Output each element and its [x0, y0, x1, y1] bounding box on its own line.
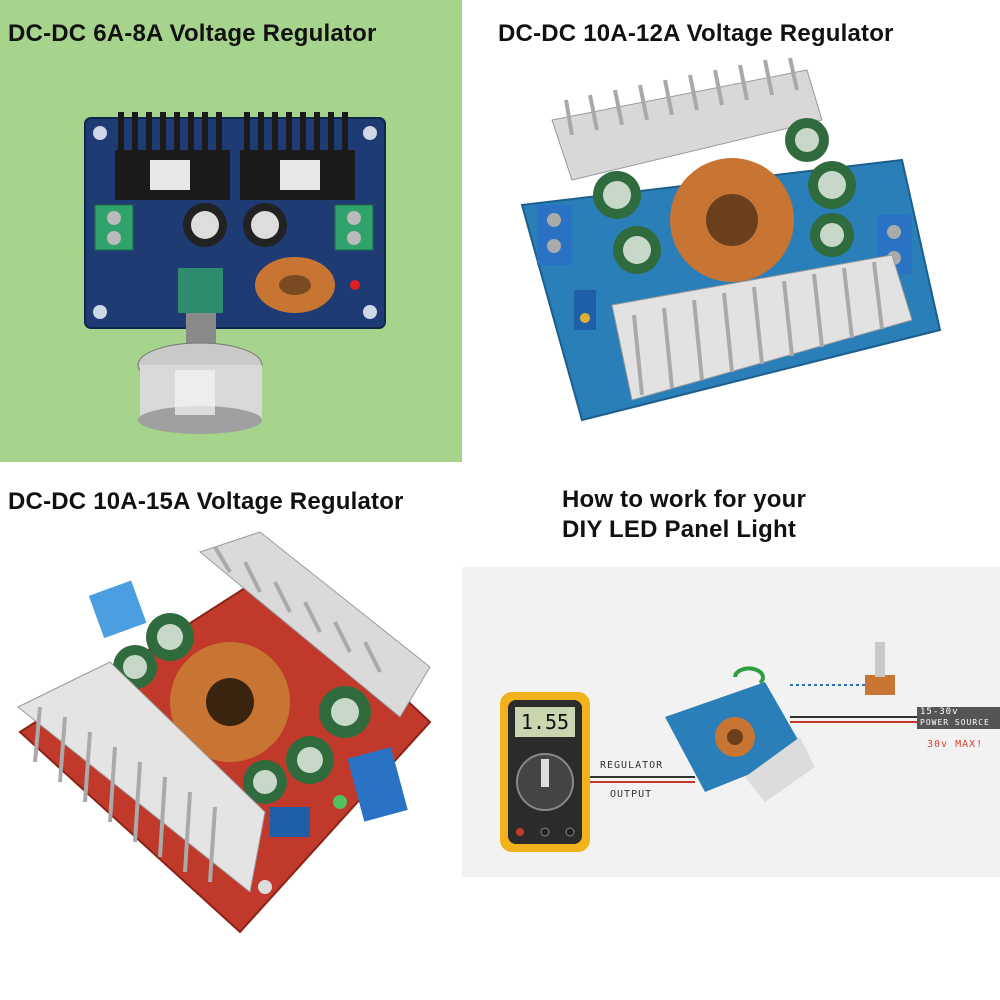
title-10a-15a: DC-DC 10A-15A Voltage Regulator: [8, 488, 404, 515]
multimeter-display: 1.55: [520, 710, 570, 734]
power-source-label: POWER SOURCE: [920, 718, 990, 727]
regulator-10a-15a-photo: [17, 531, 432, 934]
panel-10a-12a-regulator: DC-DC 10A-12A Voltage Regulator: [462, 0, 1000, 462]
max-voltage-warning: 30v MAX!: [927, 739, 984, 750]
output-label: OUTPUT: [610, 789, 653, 800]
wiring-diagram: 1.55 REGULATOR OUTPUT 15-30v POWER SOURC…: [462, 567, 1000, 877]
wiring-diagram-art: [500, 642, 1000, 852]
regulator-6a-8a-photo: [84, 112, 386, 434]
source-range-label: 15-30v: [920, 707, 959, 717]
panel-led-wiring: How to work for your DIY LED Panel Light: [462, 462, 1000, 1000]
multimeter-icon: [500, 692, 590, 852]
regulator-10a-12a-photo: [520, 57, 942, 422]
regulator-label: REGULATOR: [600, 760, 664, 771]
title-how-to-work-line1: How to work for your: [562, 486, 806, 513]
title-how-to-work-line2: DIY LED Panel Light: [562, 516, 797, 543]
panel-10a-15a-regulator: DC-DC 10A-15A Voltage Regulator: [0, 462, 462, 1000]
title-10a-12a: DC-DC 10A-12A Voltage Regulator: [498, 20, 894, 47]
title-6a-8a: DC-DC 6A-8A Voltage Regulator: [8, 20, 377, 47]
panel-6a-8a-regulator: DC-DC 6A-8A Voltage Regulator: [0, 0, 462, 462]
